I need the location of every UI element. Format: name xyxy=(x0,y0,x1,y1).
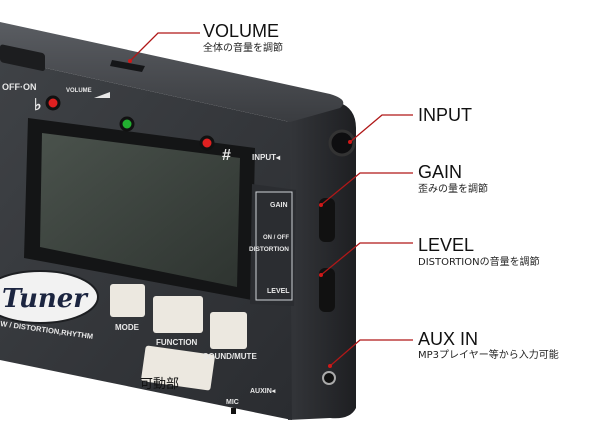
function-label: FUNCTION xyxy=(156,338,198,347)
level-knob[interactable] xyxy=(319,268,335,312)
level-callout-title: LEVEL xyxy=(418,235,475,255)
volume-callout-description: 全体の音量を調節 xyxy=(203,43,283,54)
logo-text: Tuner xyxy=(2,284,89,314)
mode-label: MODE xyxy=(115,323,140,332)
aux-in-callout-title: AUX IN xyxy=(418,329,479,349)
distortion-panel-label: DISTORTION xyxy=(249,246,289,253)
sound-mute-button[interactable] xyxy=(210,312,247,349)
device-side-panel xyxy=(288,102,356,420)
aux-in-callout-line xyxy=(329,339,413,367)
input-callout-line xyxy=(349,114,413,143)
movable-part-label: 可動部 xyxy=(140,377,179,392)
mic-label: MIC xyxy=(226,399,239,406)
level-callout-line xyxy=(320,242,413,276)
callout-lines xyxy=(129,32,413,367)
level-callout-description: DISTORTIONの音量を調節 xyxy=(418,257,540,268)
in-tune-led xyxy=(119,116,135,132)
onoff-panel-label: ON / OFF xyxy=(263,235,289,241)
lcd-screen xyxy=(40,133,240,287)
input-panel-label: INPUT◂ xyxy=(252,153,281,162)
gain-panel-label: GAIN xyxy=(270,202,288,209)
volume-scale-wedge xyxy=(94,92,110,98)
gain-callout-line xyxy=(320,172,413,206)
mode-button[interactable] xyxy=(110,284,145,317)
input-jack[interactable] xyxy=(328,129,356,157)
gain-callout-title: GAIN xyxy=(418,162,463,182)
volume-callout-title: VOLUME xyxy=(203,21,280,41)
volume-wheel[interactable] xyxy=(110,60,145,72)
power-switch-label: OFF·ON xyxy=(2,82,37,92)
tuner-logo xyxy=(0,270,99,324)
tap-bar-button[interactable] xyxy=(141,345,215,391)
gain-callout-description: 歪みの量を調節 xyxy=(418,184,488,195)
mic-hole xyxy=(231,408,236,414)
sound-mute-label: SOUND/MUTE xyxy=(203,352,257,361)
auxin-panel-label: AUXIN◂ xyxy=(250,388,276,395)
input-callout-title: INPUT xyxy=(418,105,472,125)
flat-led xyxy=(45,95,61,111)
sharp-led xyxy=(199,135,215,151)
sharp-symbol: # xyxy=(222,147,231,164)
volume-callout-line xyxy=(129,32,200,62)
device-top-face xyxy=(0,22,344,122)
function-button[interactable] xyxy=(153,296,203,333)
aux-in-callout-description: MP3プレイヤー等から入力可能 xyxy=(418,350,559,361)
level-panel-label: LEVEL xyxy=(267,288,290,295)
power-switch[interactable] xyxy=(0,44,45,72)
volume-scale-label: VOLUME xyxy=(66,88,92,94)
callout-dots xyxy=(128,59,352,368)
gain-knob[interactable] xyxy=(319,198,335,242)
flat-symbol: ♭ xyxy=(34,97,42,114)
distortion-panel xyxy=(250,184,296,306)
aux-in-jack[interactable] xyxy=(322,371,336,385)
